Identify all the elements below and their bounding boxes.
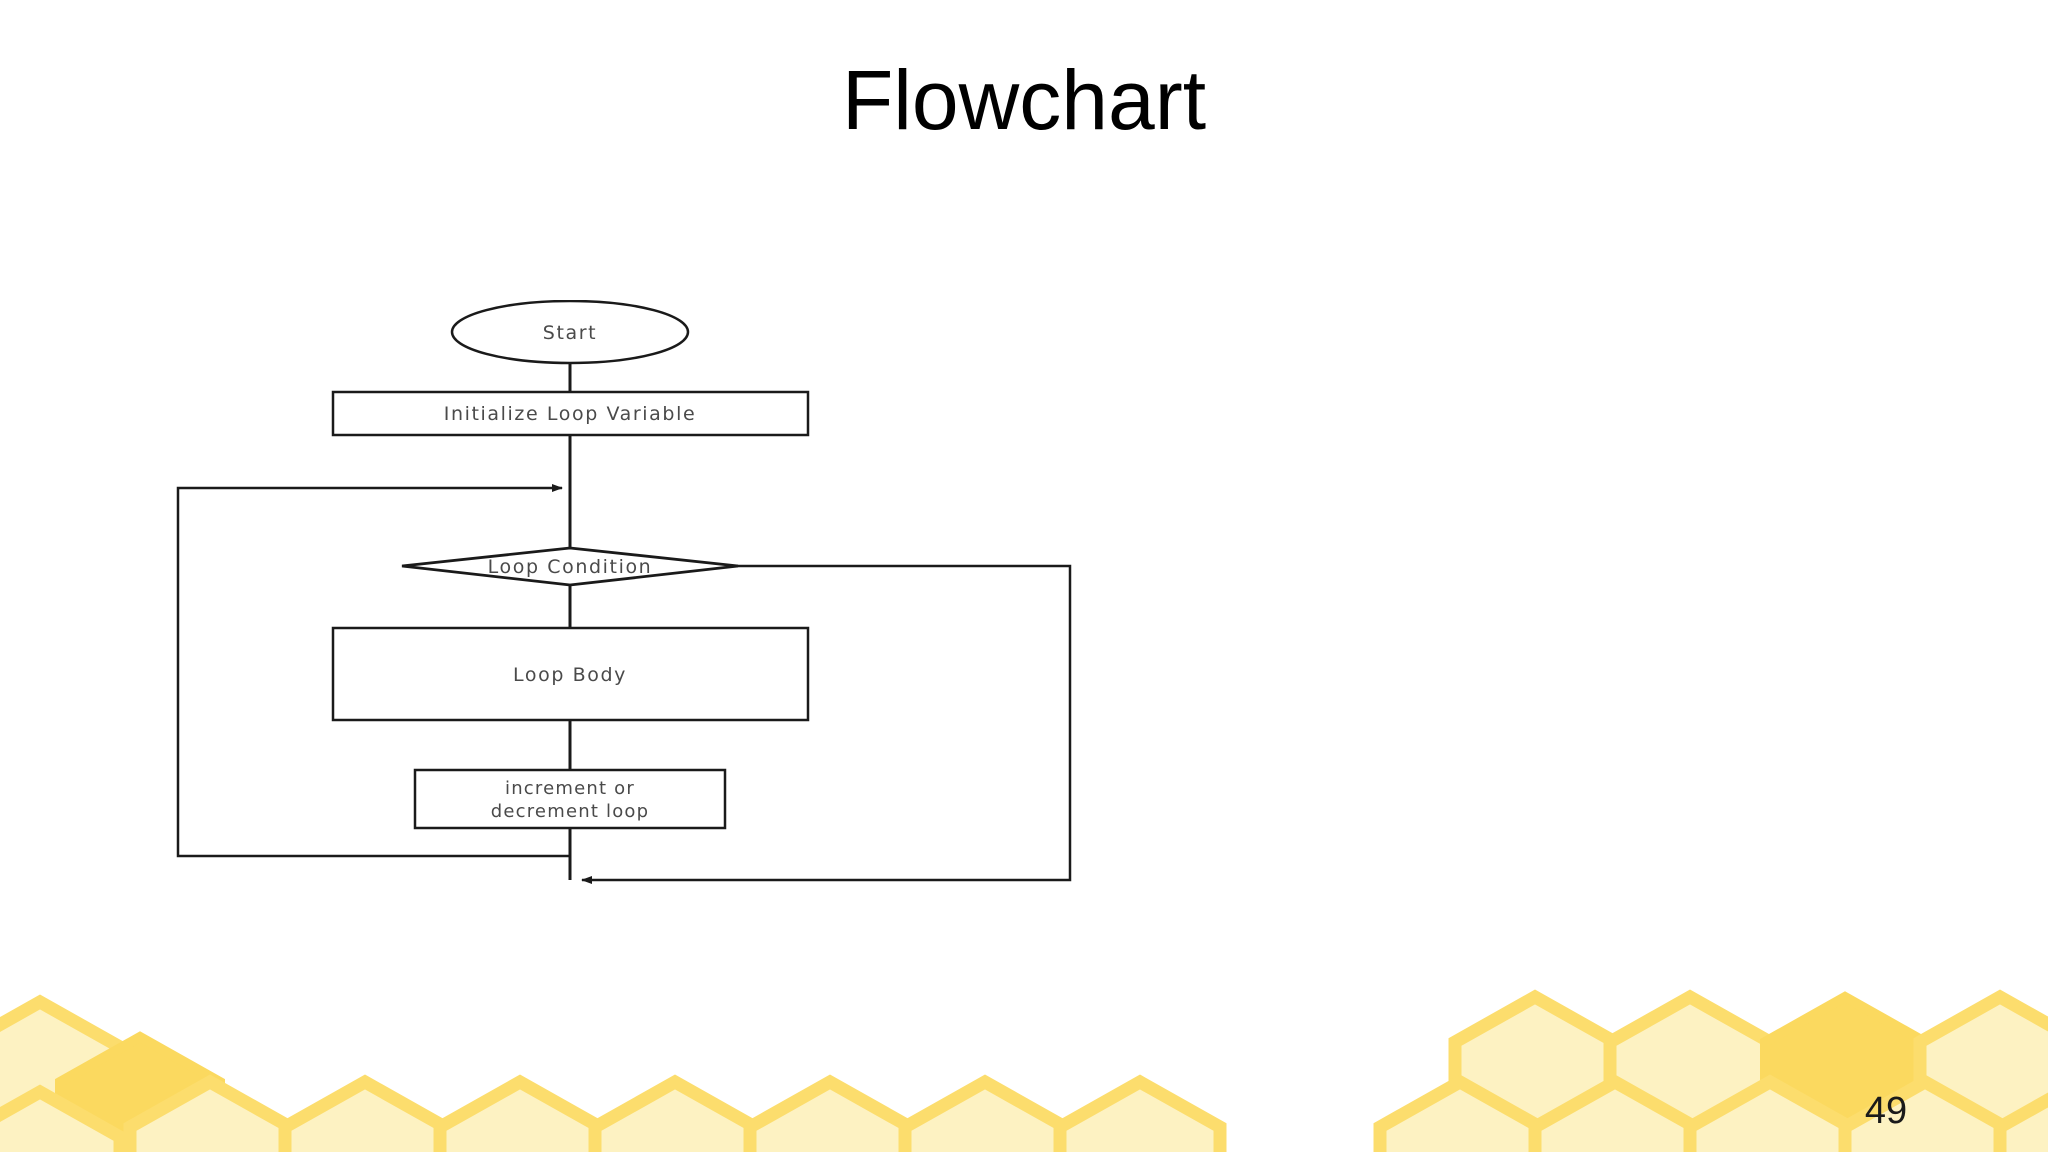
node-start: Start (450, 300, 690, 365)
node-initialize-label: Initialize Loop Variable (444, 403, 696, 425)
edge-loop-back (176, 484, 570, 858)
honeycomb-cell (588, 1074, 762, 1152)
node-loop-condition-label: Loop Condition (488, 556, 653, 578)
node-initialize: Initialize Loop Variable (331, 390, 810, 437)
honeycomb-cell (1053, 1074, 1227, 1152)
honeycomb-cell (898, 1074, 1072, 1152)
honeycomb-cell (1993, 1092, 2048, 1152)
node-increment-decrement-label-line1: increment or (505, 778, 635, 799)
honeycomb-cell-accent (55, 1031, 225, 1152)
honeycomb-cell (1603, 989, 1777, 1152)
honeycomb-cell (0, 1084, 127, 1152)
node-start-label: Start (543, 322, 597, 344)
honeycomb-cell (278, 1074, 452, 1152)
honeycomb-cell (1373, 1074, 1547, 1152)
node-loop-body: Loop Body (331, 626, 810, 722)
honeycomb-cell (1528, 1074, 1702, 1152)
honeycomb-cell (1913, 989, 2048, 1152)
node-loop-body-label: Loop Body (513, 664, 627, 686)
honeycomb-cell (743, 1074, 917, 1152)
page-number: 49 (1864, 1090, 1908, 1132)
honeycomb-cell (1448, 989, 1622, 1152)
honeycomb-cell (123, 1074, 297, 1152)
honeycomb-cell (0, 994, 127, 1152)
node-loop-condition: Loop Condition (401, 546, 739, 587)
honeycomb-cell (433, 1074, 607, 1152)
edge-exit-right (581, 564, 1072, 884)
honeycomb-decoration (0, 952, 2048, 1152)
node-increment-decrement-label-line2: decrement loop (491, 801, 650, 822)
flowchart-diagram: Start Initialize Loop Variable Loop Cond… (150, 300, 1250, 920)
node-increment-decrement: increment or decrement loop (413, 768, 727, 830)
honeycomb-cell (1683, 1074, 1857, 1152)
page-title: Flowchart (841, 53, 1207, 147)
